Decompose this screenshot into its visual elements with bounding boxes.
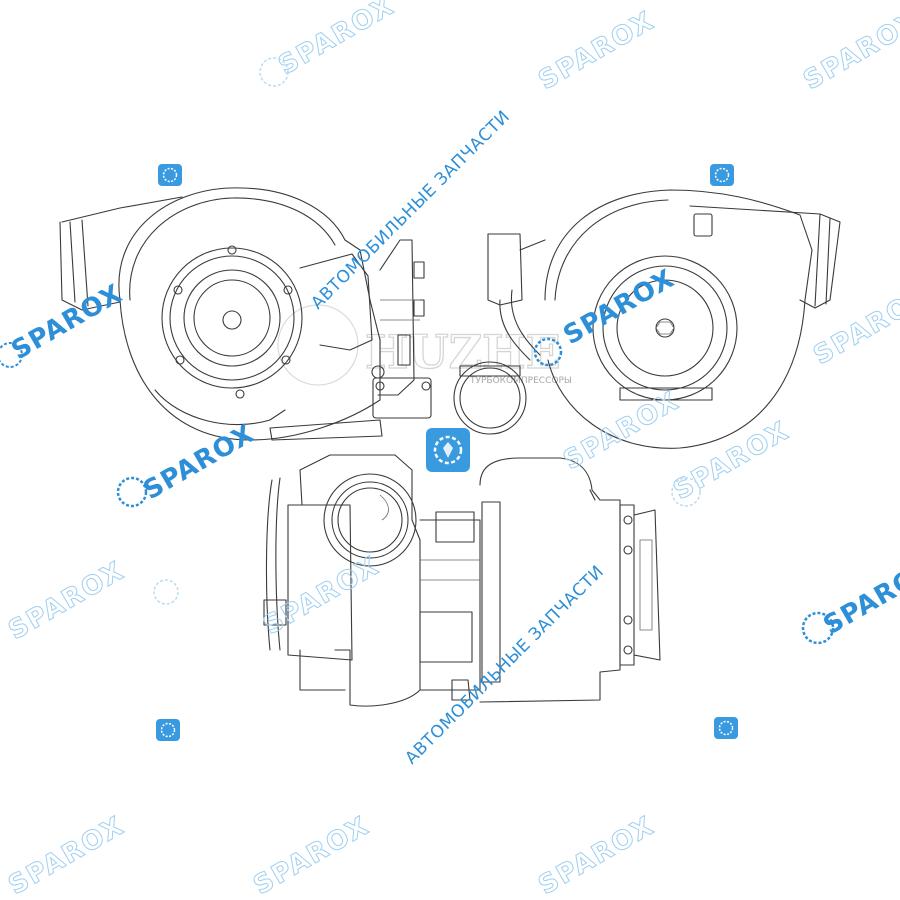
brand-watermark-1: SPAROX [7,279,128,366]
ghost-brand-6: SPAROX [4,556,131,646]
top-left-view [59,187,432,441]
bottom-view [263,454,661,707]
ghost-brand-11: SPAROX [559,386,686,476]
tagline-watermark-2: АВТОМОБИЛЬНЫЕ ЗАПЧАСТИ [401,562,608,769]
tagline-watermark-1: АВТОМОБИЛЬНЫЕ ЗАПЧАСТИ [307,107,514,314]
ghost-brand-10: SPAROX [534,811,661,900]
ghost-brand-3: SPAROX [799,6,900,96]
ghost-brand-4: SPAROX [809,281,900,371]
huzhe-logo-text: HUZHE [365,325,561,379]
huzhe-logo-watermark: HUZHE ТУРБОКОМПРЕССОРЫ [277,304,572,386]
brand-watermark-4: SPAROX [819,554,900,641]
sparox-emblem-icon [0,57,835,645]
ghost-brand-1: SPAROX [274,0,401,81]
sparox-emblem-icon [156,719,180,741]
top-right-view [453,189,841,449]
sparox-emblem-icon [714,717,738,739]
brand-watermark-2: SPAROX [139,419,260,506]
sparox-emblems [0,57,835,741]
ghost-brand-2: SPAROX [534,6,661,96]
sparox-emblem-icon [158,164,182,186]
huzhe-logo-subtext: ТУРБОКОМПРЕССОРЫ [469,376,572,386]
ghost-brand-5: SPAROX [669,416,796,506]
brand-watermark-3: SPAROX [559,264,680,351]
ghost-brand-7: SPAROX [259,551,386,641]
ghost-brand-8: SPAROX [4,811,131,900]
sparox-emblem-icon [710,164,734,186]
ghost-brand-9: SPAROX [249,811,376,900]
sparox-emblem-icon [426,428,470,472]
